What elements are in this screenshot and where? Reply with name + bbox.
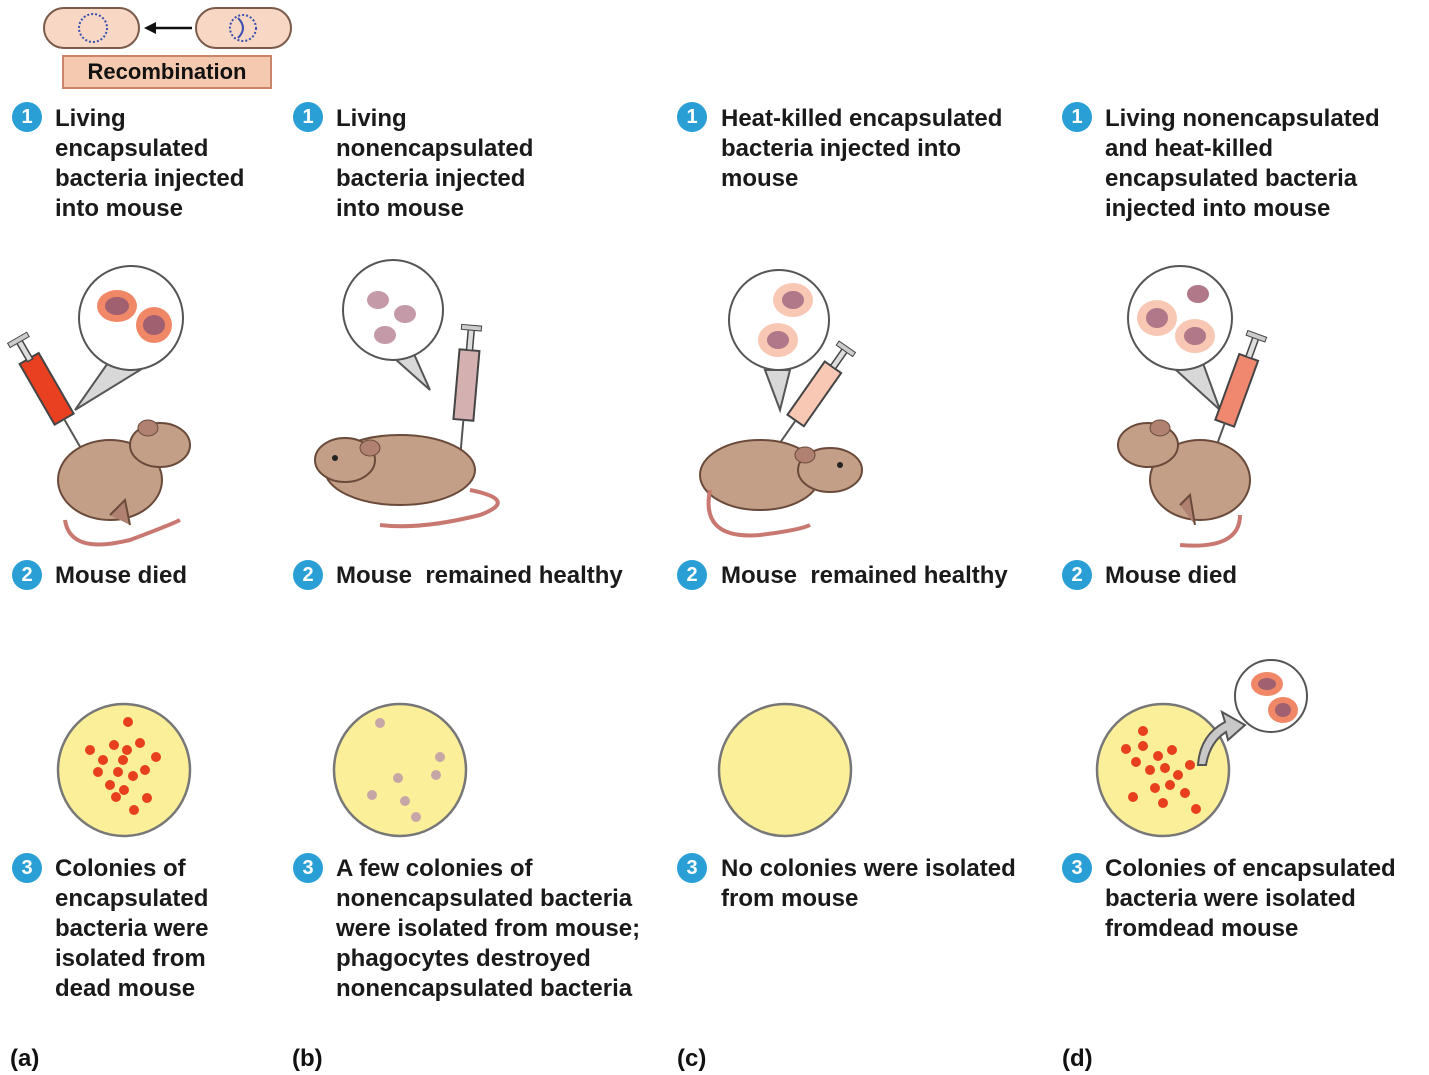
step-badge-d3: 3 xyxy=(1062,853,1092,883)
recombination-cells xyxy=(44,8,291,48)
panel-b-injection-illustration xyxy=(315,260,498,526)
panel-d-injection-illustration xyxy=(1118,266,1267,546)
panel-c-letter: (c) xyxy=(677,1045,706,1073)
panel-d-culture-plate xyxy=(1097,660,1307,836)
panel-a-step3-text: Colonies of encapsulated bacteria were i… xyxy=(55,854,208,1004)
step-badge-b2: 2 xyxy=(293,560,323,590)
panel-a-letter: (a) xyxy=(10,1045,39,1073)
panel-b-step2-text: Mouse remained healthy xyxy=(336,561,623,591)
panel-a-step2-text: Mouse died xyxy=(55,561,187,591)
panel-d-step3-text: Colonies of encapsulated bacteria were i… xyxy=(1105,854,1396,944)
step-badge-b3: 3 xyxy=(293,853,323,883)
panel-b-letter: (b) xyxy=(292,1045,323,1073)
panel-d-letter: (d) xyxy=(1062,1045,1093,1073)
panel-d-step1-text: Living nonencapsulated and heat-killed e… xyxy=(1105,104,1380,224)
panel-b-step1-text: Living nonencapsulated bacteria injected… xyxy=(336,104,533,224)
panel-a-culture-plate xyxy=(58,704,190,836)
panel-c-injection-illustration xyxy=(700,270,862,535)
panel-c-step2-text: Mouse remained healthy xyxy=(721,561,1008,591)
panel-b-step3-text: A few colonies of nonencapsulated bacter… xyxy=(336,854,640,1004)
panel-a-injection-illustration xyxy=(8,266,190,545)
panel-c-step1-text: Heat-killed encapsulated bacteria inject… xyxy=(721,104,1002,194)
step-badge-a1: 1 xyxy=(12,102,42,132)
step-badge-a2: 2 xyxy=(12,560,42,590)
step-badge-c3: 3 xyxy=(677,853,707,883)
step-badge-b1: 1 xyxy=(293,102,323,132)
panel-c-step3-text: No colonies were isolated from mouse xyxy=(721,854,1016,914)
recombination-label: Recombination xyxy=(62,55,272,89)
step-badge-d1: 1 xyxy=(1062,102,1092,132)
step-badge-c2: 2 xyxy=(677,560,707,590)
panel-a-step1-text: Living encapsulated bacteria injected in… xyxy=(55,104,244,224)
panel-b-culture-plate xyxy=(334,704,466,836)
panel-c-culture-plate xyxy=(719,704,851,836)
panel-d-step2-text: Mouse died xyxy=(1105,561,1237,591)
step-badge-a3: 3 xyxy=(12,853,42,883)
step-badge-c1: 1 xyxy=(677,102,707,132)
step-badge-d2: 2 xyxy=(1062,560,1092,590)
